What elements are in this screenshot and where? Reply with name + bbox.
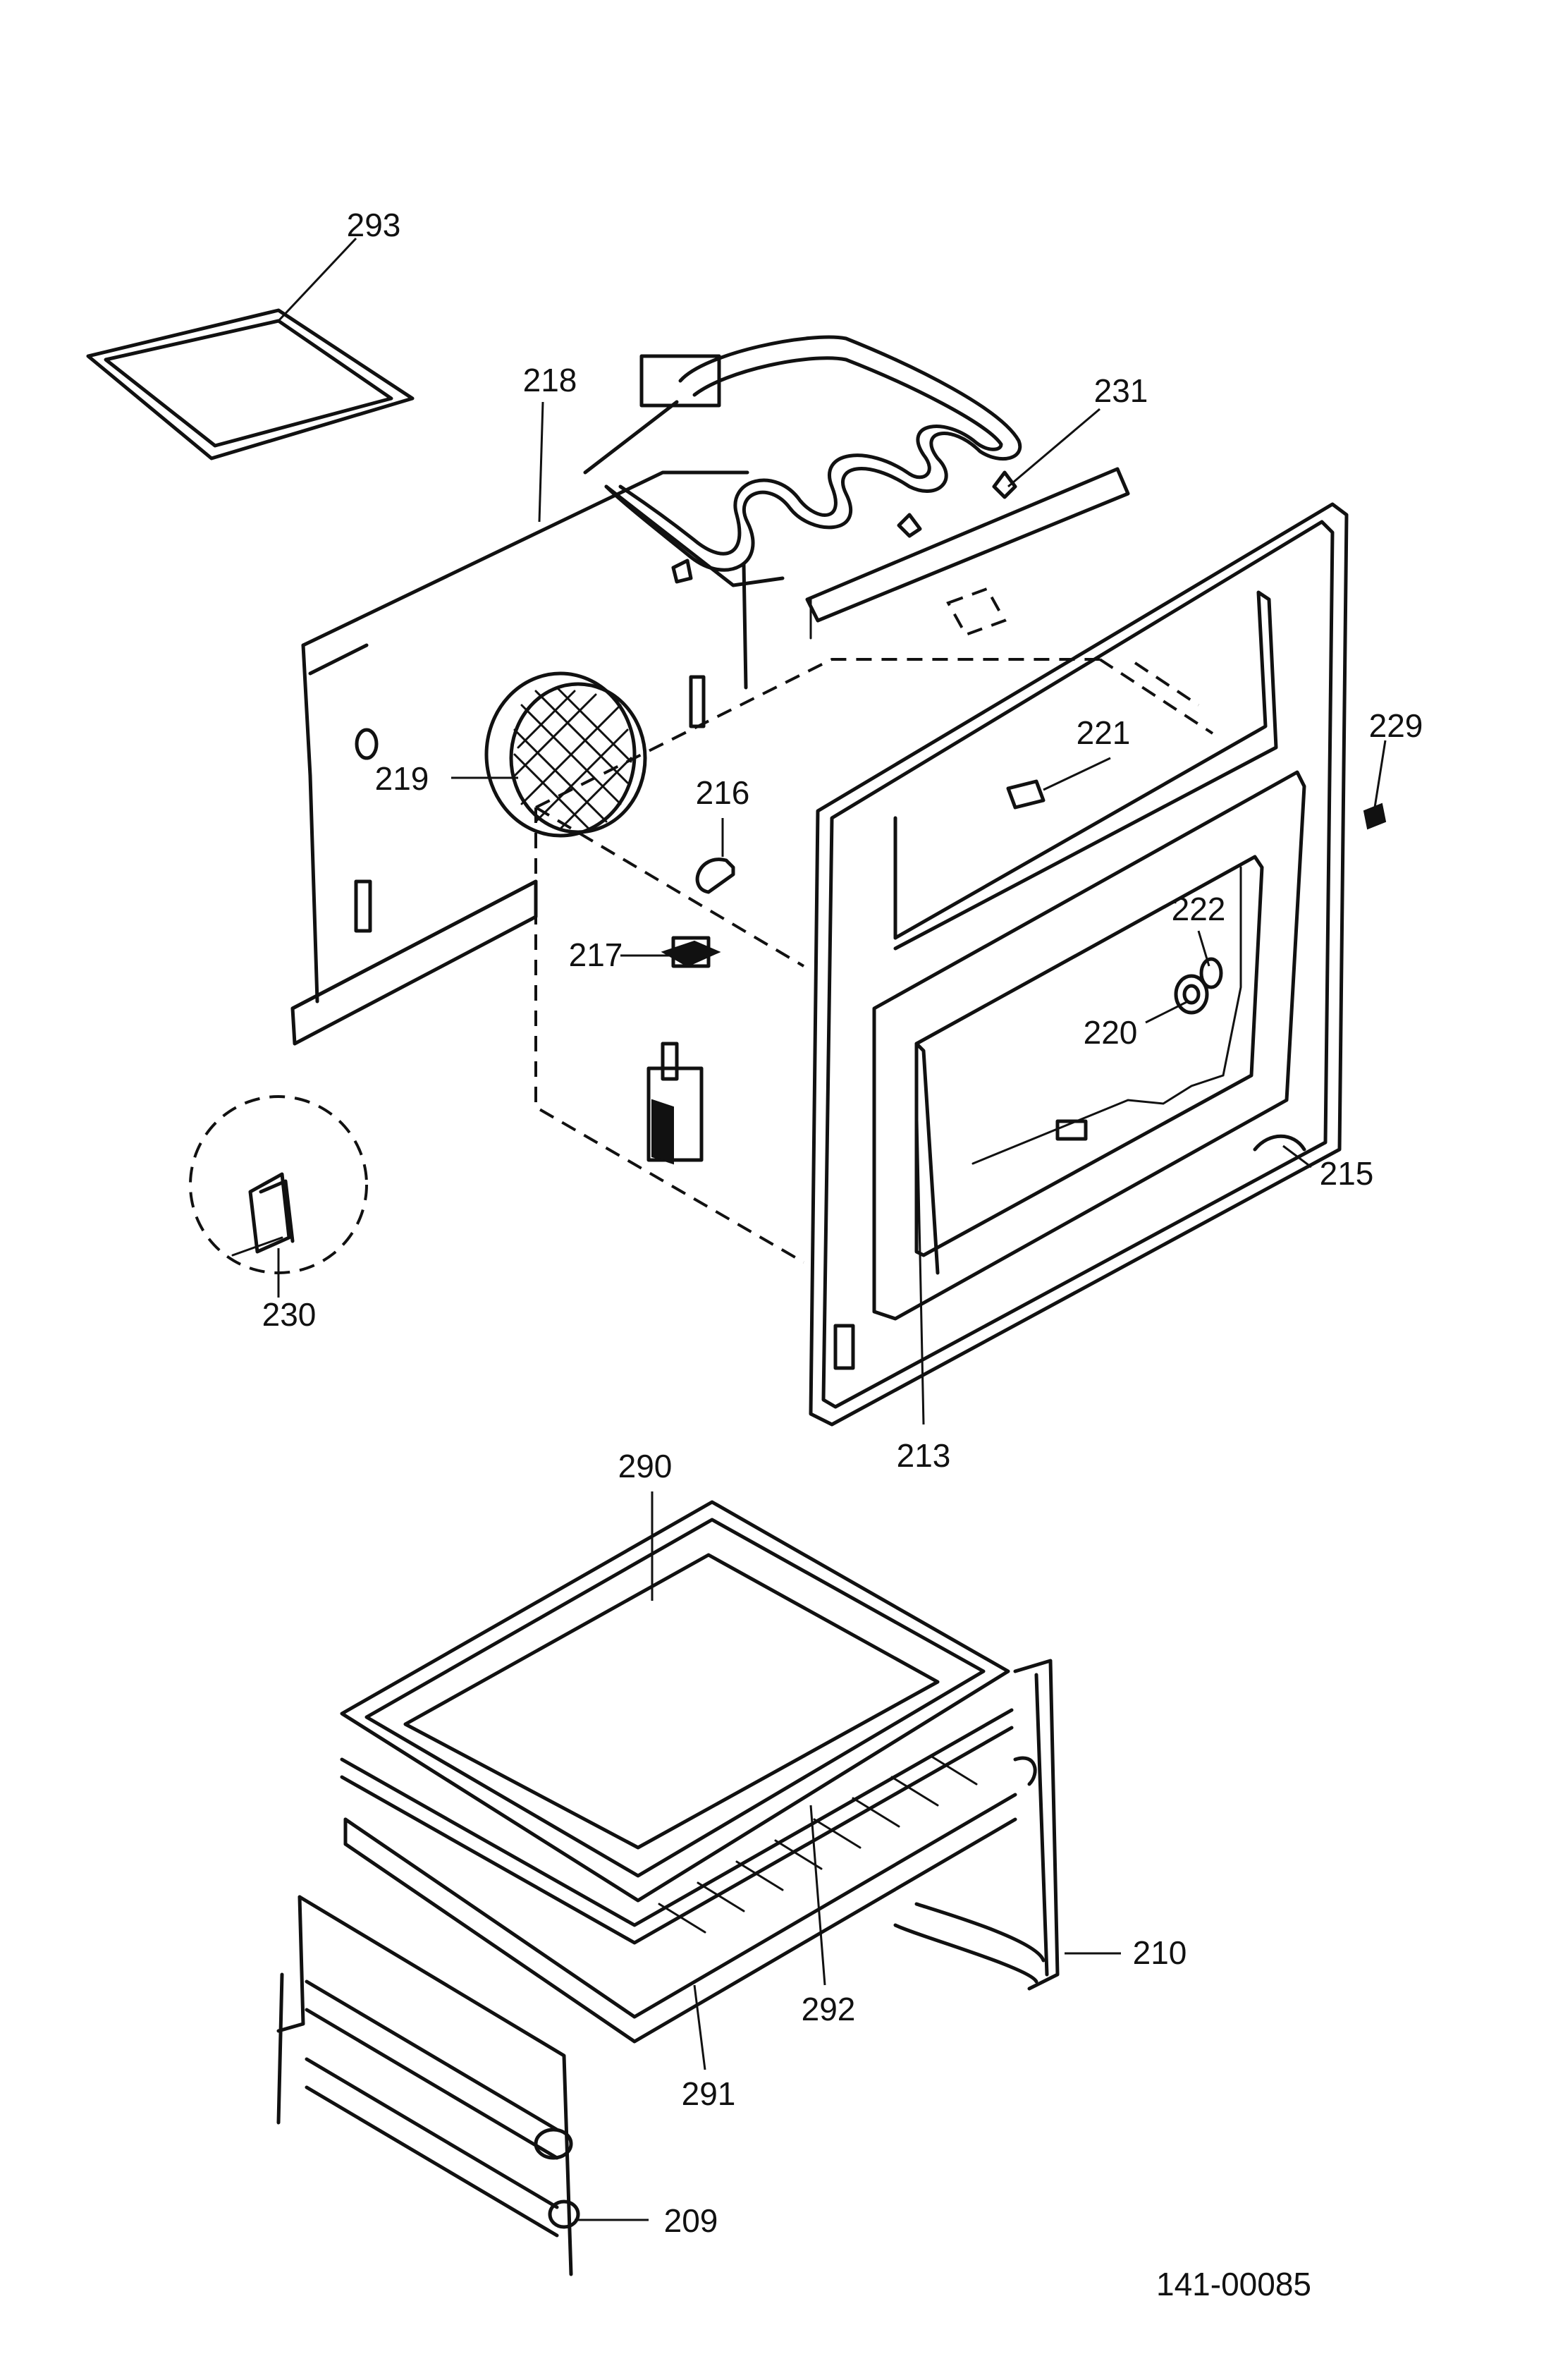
label-229: 229 [1369,707,1423,744]
part-291-lower-tray [343,1793,1017,2044]
probe-wire [971,866,1242,1165]
label-209: 209 [664,2202,718,2239]
document-number: 141-00085 [1156,2266,1311,2302]
part-219-fan-cover [484,671,647,838]
label-219: 219 [375,760,429,797]
label-290: 290 [618,1448,673,1484]
part-230-detail [189,1095,368,1274]
part-220-knob [1174,974,1209,1015]
label-216: 216 [696,774,750,811]
part-221-lamp [1006,779,1046,810]
part-217-switch [661,936,721,968]
part-215-connector [1253,1134,1306,1152]
part-231-grill-element [583,335,1130,640]
part-222-lamp-holder [1199,957,1223,989]
label-231: 231 [1094,372,1148,409]
label-213: 213 [897,1437,951,1474]
part-209-shelf-runner-left [276,1895,580,2276]
part-210-shelf-runner-right [893,1659,1060,1991]
label-222: 222 [1172,891,1226,927]
label-293: 293 [347,207,401,243]
part-292-grill-rack [340,1708,1014,1945]
label-217: 217 [569,936,623,973]
label-215: 215 [1320,1155,1374,1192]
label-210: 210 [1133,1934,1187,1971]
part-293-gasket [86,308,415,460]
part-290-baking-tray [340,1500,1010,1903]
leader-lines [277,237,1387,2221]
label-230: 230 [262,1296,317,1333]
part-229-screw [1363,803,1387,830]
label-291: 291 [682,2075,736,2112]
part-labels: 293 218 231 229 221 219 216 217 222 220 … [262,207,1423,2302]
part-213-front-frame [809,502,1349,1427]
oven-cavity-outline [534,587,1214,1264]
label-221: 221 [1077,714,1131,751]
label-292: 292 [802,1991,856,2027]
part-216-thermostat-bulb [695,858,735,894]
terminal-block [646,1042,704,1165]
label-220: 220 [1084,1014,1138,1051]
label-218: 218 [523,362,577,398]
